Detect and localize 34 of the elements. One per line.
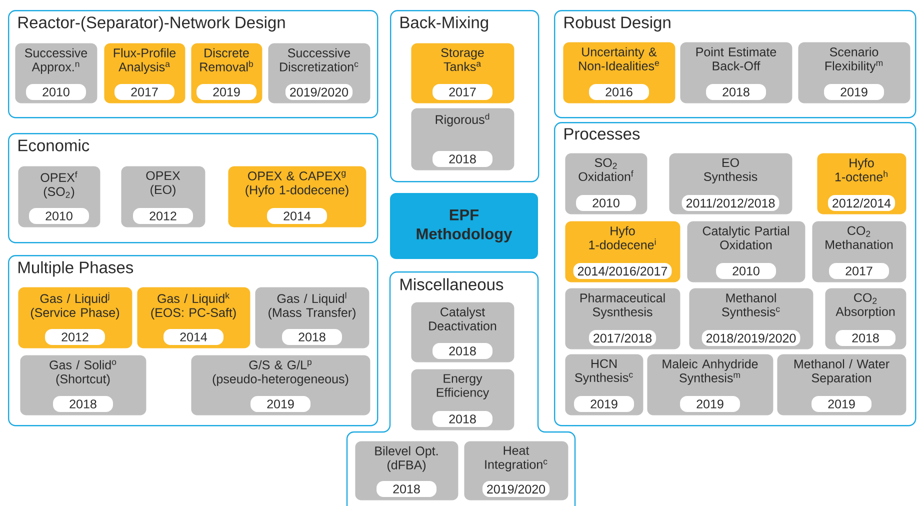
year-pill: 2018 (282, 329, 342, 345)
year-pill: 2019 (250, 396, 310, 412)
year-pill: 2018 (432, 411, 492, 427)
year-pill: 2014 (164, 329, 224, 345)
year-pill: 2017 (432, 84, 492, 100)
year-pill: 2017 (114, 84, 174, 100)
year-pill: 2018 (706, 84, 766, 100)
year-pill: 2010 (26, 84, 86, 100)
year-pill: 2018/2019/2020 (702, 330, 800, 346)
year-pill: 2018 (376, 481, 436, 497)
year-pill: 2019 (574, 396, 634, 412)
year-pill: 2011/2012/2018 (682, 195, 780, 211)
year-pill: 2010 (716, 263, 776, 279)
year-pill: 2016 (589, 84, 649, 100)
year-pill: 2019 (824, 84, 884, 100)
year-pill: 2012 (45, 329, 105, 345)
year-pill: 2012 (133, 208, 193, 224)
year-pill: 2018 (432, 343, 492, 359)
year-pill: 2010 (576, 195, 636, 211)
year-pill: 2017 (829, 263, 890, 279)
year-pill: 2017/2018 (588, 330, 656, 346)
year-pill: 2018 (432, 151, 492, 167)
year-pill: 2014 (267, 208, 327, 224)
year-pill: 2012/2014 (828, 195, 896, 211)
year-pill: 2019 (812, 396, 872, 412)
year-pill: 2014/2016/2017 (573, 263, 672, 279)
year-pill: 2010 (29, 208, 89, 224)
year-pill: 2019/2020 (482, 481, 550, 497)
methodology-box: EPF Methodology (390, 193, 538, 259)
year-pill: 2018 (53, 396, 113, 412)
year-pill: 2019 (680, 396, 740, 412)
year-pill: 2019 (196, 84, 256, 100)
year-pill: 2018 (836, 330, 896, 346)
year-pill: 2019/2020 (285, 84, 353, 100)
